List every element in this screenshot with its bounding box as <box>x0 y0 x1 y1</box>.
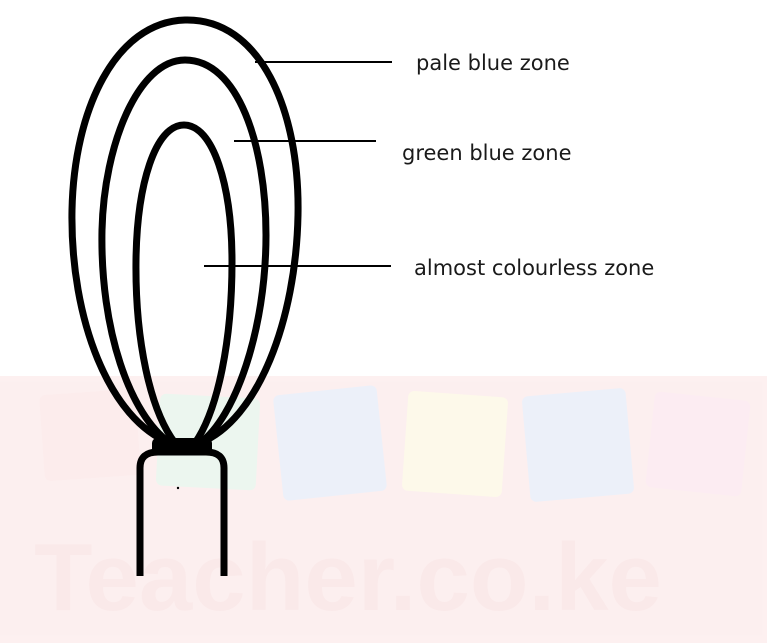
watermark-tile-yellow <box>402 391 509 498</box>
watermark-tile-pink <box>645 391 751 497</box>
watermark-text: Teacher.co.ke <box>34 524 662 631</box>
watermark-logo: Teacher.co.ke <box>0 376 767 643</box>
colourless-zone-label: almost colourless zone <box>414 256 654 280</box>
green-blue-zone-label: green blue zone <box>402 141 572 165</box>
watermark-tile-blue <box>273 385 388 501</box>
flame-base <box>152 438 212 454</box>
burner-dot <box>177 487 179 489</box>
pale-blue-zone-label: pale blue zone <box>416 51 570 75</box>
watermark-tile-blue-2 <box>522 388 635 503</box>
